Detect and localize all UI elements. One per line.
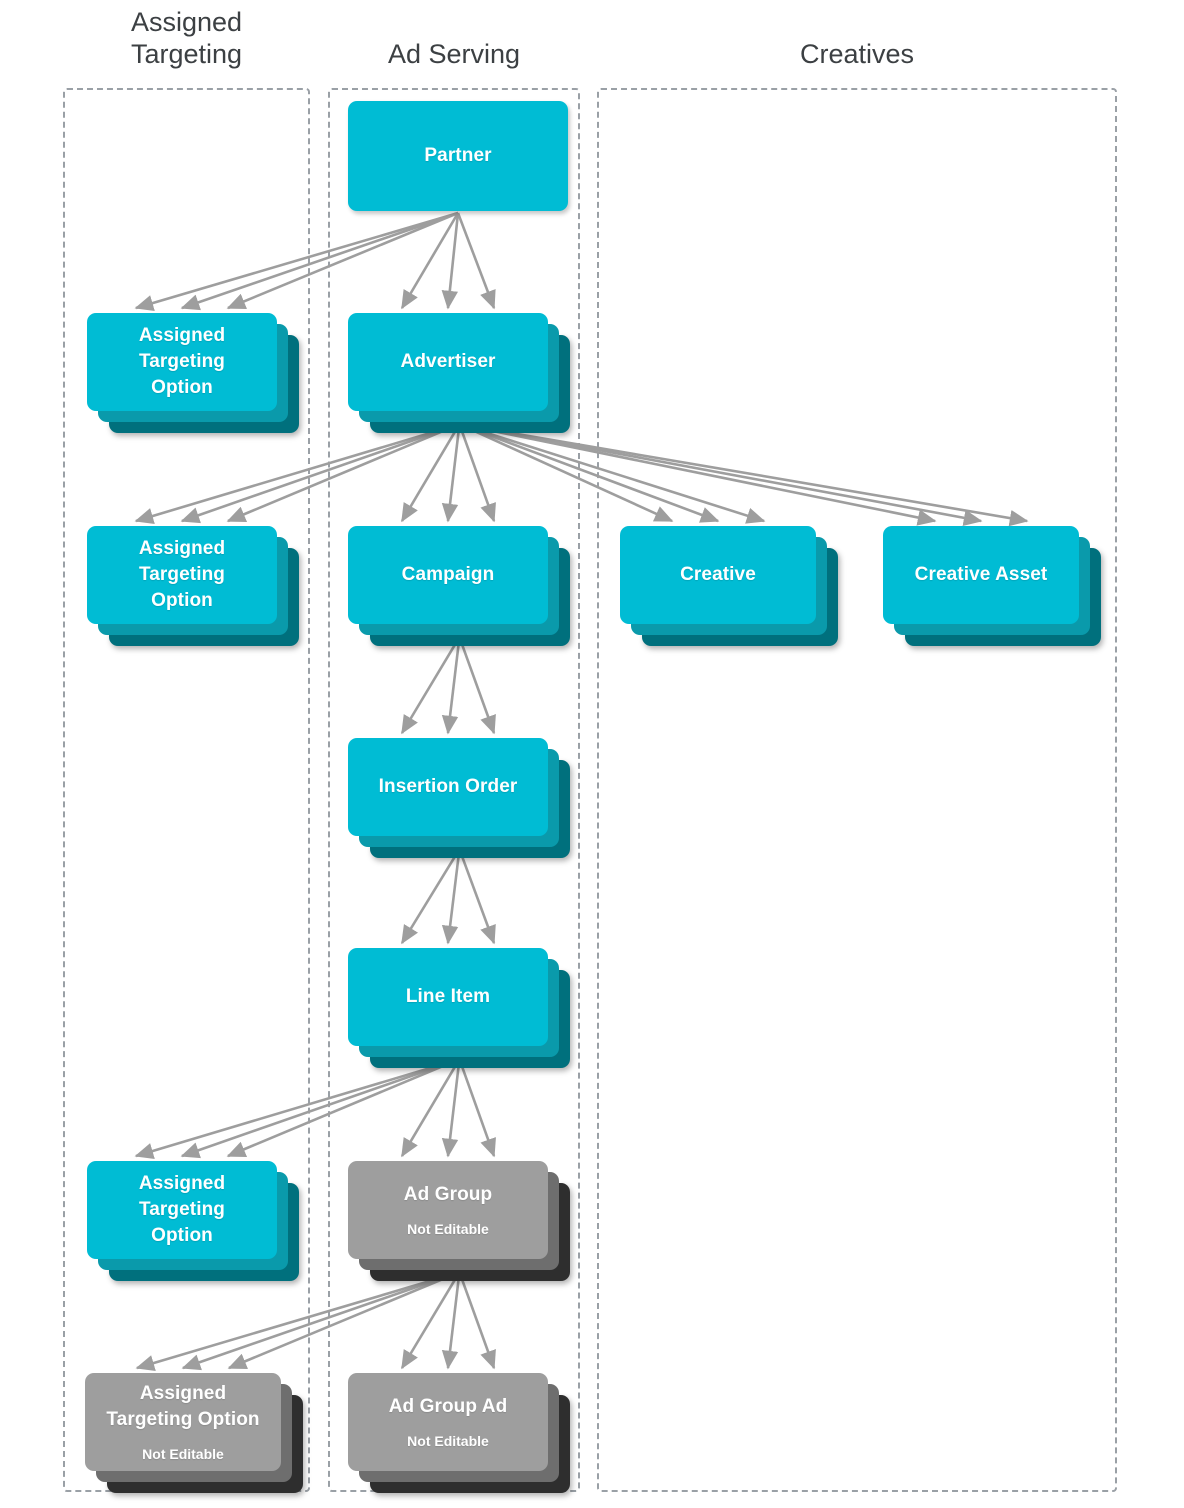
node-face: Line Item <box>348 948 548 1046</box>
node-ato-2[interactable]: Assigned Targeting Option <box>87 526 299 646</box>
node-advertiser[interactable]: Advertiser <box>348 313 570 433</box>
node-title: Ad Group Ad <box>388 1396 508 1417</box>
node-title: Assigned Targeting Option <box>138 538 226 611</box>
node-title: Creative <box>680 564 756 585</box>
node-title: Partner <box>424 145 492 166</box>
node-face: Creative Asset <box>883 526 1079 624</box>
node-ato-1[interactable]: Assigned Targeting Option <box>87 313 299 433</box>
node-creative-asset[interactable]: Creative Asset <box>883 526 1101 646</box>
swimlane-creatives <box>597 88 1117 1492</box>
node-title: Campaign <box>401 564 495 585</box>
node-title: Advertiser <box>400 351 496 372</box>
node-face: Advertiser <box>348 313 548 411</box>
node-title: Insertion Order <box>378 776 518 797</box>
node-ato-3[interactable]: Assigned Targeting Option <box>87 1161 299 1281</box>
node-title: Ad Group <box>403 1184 493 1205</box>
node-face: Partner <box>348 101 568 211</box>
node-partner[interactable]: Partner <box>348 101 568 211</box>
node-face: Insertion Order <box>348 738 548 836</box>
swimlane-assigned-targeting <box>63 88 310 1492</box>
node-title: Creative Asset <box>914 564 1048 585</box>
column-title-creatives: Creatives <box>799 39 915 69</box>
node-face: Assigned Targeting Option <box>87 526 277 624</box>
node-title: Assigned Targeting Option <box>138 1173 226 1246</box>
column-title-assigned-targeting: Assigned Targeting <box>130 7 243 69</box>
node-face: Ad Group Ad Not Editable <box>348 1373 548 1471</box>
node-line-item[interactable]: Line Item <box>348 948 570 1068</box>
node-face: Assigned Targeting Option <box>87 313 277 411</box>
node-insertion-order[interactable]: Insertion Order <box>348 738 570 858</box>
node-face: Campaign <box>348 526 548 624</box>
node-title: Assigned Targeting Option <box>138 325 226 398</box>
node-subtitle-not-editable: Not Editable <box>407 1221 489 1237</box>
node-title: Line Item <box>405 986 491 1007</box>
node-subtitle-not-editable: Not Editable <box>407 1433 489 1449</box>
node-campaign[interactable]: Campaign <box>348 526 570 646</box>
node-subtitle-not-editable: Not Editable <box>142 1446 224 1462</box>
node-ad-group-ad[interactable]: Ad Group Ad Not Editable <box>348 1373 570 1493</box>
column-title-ad-serving: Ad Serving <box>387 39 521 69</box>
node-face: Assigned Targeting Option <box>87 1161 277 1259</box>
node-creative[interactable]: Creative <box>620 526 838 646</box>
node-title: Assigned Targeting Option <box>106 1383 260 1430</box>
node-face: Creative <box>620 526 816 624</box>
